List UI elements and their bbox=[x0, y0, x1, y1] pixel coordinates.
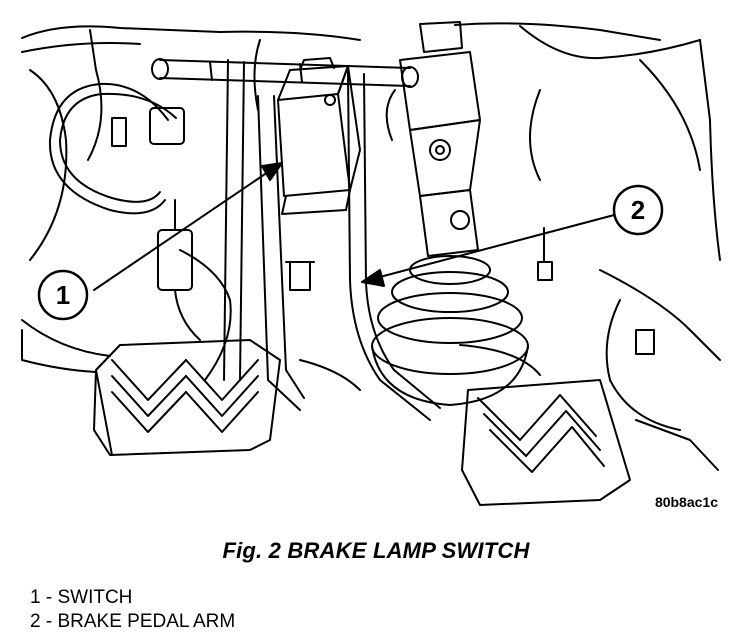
figure-caption: Fig. 2 BRAKE LAMP SWITCH bbox=[222, 538, 530, 563]
leader-arrows bbox=[93, 162, 619, 291]
legend-list: 1 - SWITCH 2 - BRAKE PEDAL ARM bbox=[30, 586, 235, 634]
legend-label: BRAKE PEDAL ARM bbox=[57, 611, 236, 632]
left-pedal bbox=[93, 59, 305, 456]
image-code: 80b8ac1c bbox=[655, 494, 718, 510]
steering-column bbox=[385, 21, 481, 257]
legend-label: SWITCH bbox=[57, 587, 133, 608]
legend-separator: - bbox=[40, 611, 58, 632]
callout-2: 2 bbox=[612, 184, 664, 236]
legend-number: 2 bbox=[30, 611, 41, 632]
arrowhead-2 bbox=[361, 269, 385, 287]
brake-pedal-arm bbox=[347, 71, 631, 506]
legend-item: 2 - BRAKE PEDAL ARM bbox=[30, 610, 235, 634]
callout-2-number: 2 bbox=[631, 195, 645, 225]
brake-lamp-switch-illustration: 1 2 80b8ac1c bbox=[21, 21, 721, 510]
pushrod-boot bbox=[371, 255, 529, 406]
pedal-pivot-shaft bbox=[151, 58, 419, 88]
arrowhead-1 bbox=[261, 162, 283, 181]
wiring-harness bbox=[48, 82, 201, 341]
legend-number: 1 bbox=[30, 587, 41, 608]
fasteners bbox=[285, 227, 655, 355]
callout-1: 1 bbox=[37, 269, 89, 321]
legend-item: 1 - SWITCH bbox=[30, 586, 235, 610]
legend-separator: - bbox=[40, 587, 58, 608]
firewall-background bbox=[21, 22, 721, 471]
callout-1-number: 1 bbox=[56, 280, 70, 310]
